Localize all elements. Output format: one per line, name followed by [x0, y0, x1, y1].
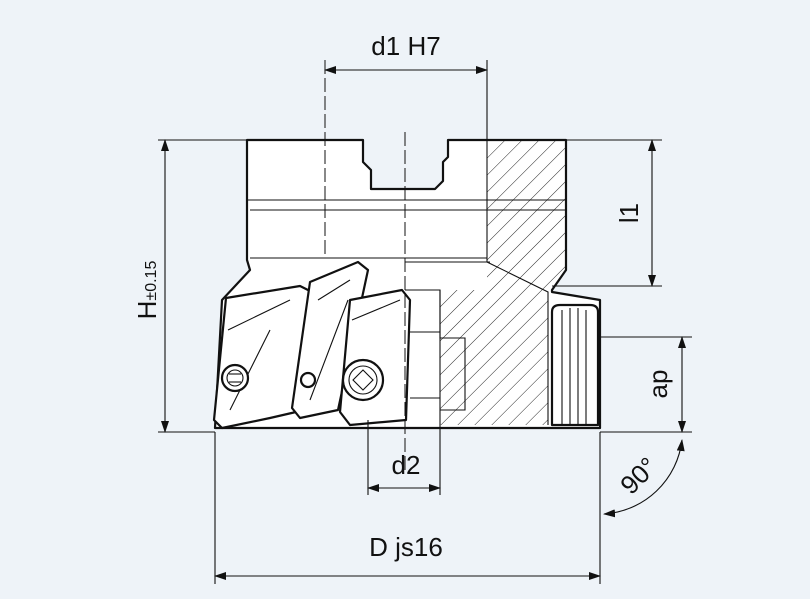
h-tolerance: ±0.15	[143, 261, 160, 301]
h-label: H±0.15	[132, 261, 162, 320]
screw-center	[341, 358, 385, 402]
side-flute	[550, 303, 600, 427]
l1-label: l1	[614, 203, 644, 223]
bore-steps	[405, 289, 466, 411]
insert-detail-lines	[227, 279, 401, 411]
h-label-group: H±0.15	[132, 261, 162, 320]
angle-label-group: 90°	[614, 451, 663, 500]
ap-label-group: ap	[643, 370, 673, 399]
d2-label: d2	[392, 450, 421, 480]
ap-label: ap	[643, 370, 673, 399]
d1-label: d1 H7	[371, 31, 440, 61]
cutter-body	[212, 138, 602, 430]
l1-label-group: l1	[614, 203, 644, 223]
angle-label: 90°	[614, 451, 663, 500]
angle-arc	[603, 439, 685, 518]
pin-hole	[299, 371, 317, 389]
screw-left	[220, 363, 250, 393]
D-label: D js16	[369, 532, 443, 562]
